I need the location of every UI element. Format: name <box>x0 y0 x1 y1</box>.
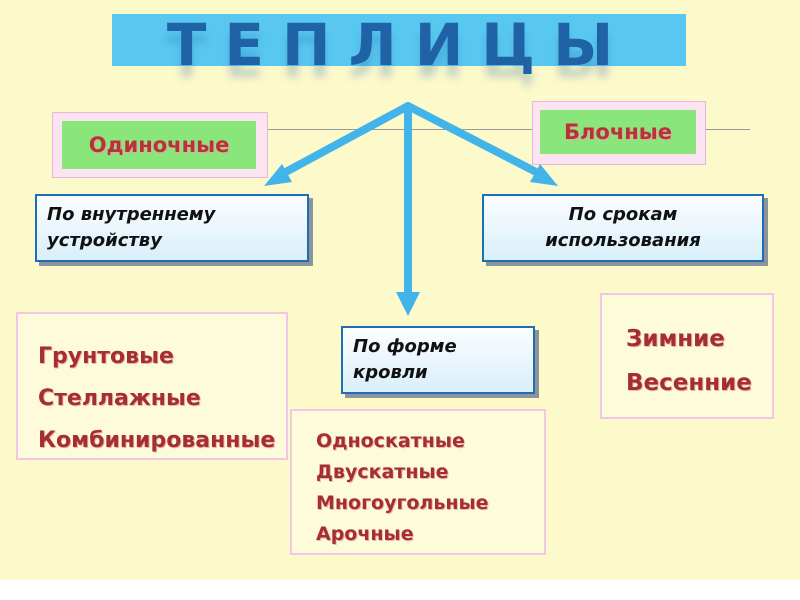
divider-line <box>250 129 750 130</box>
usage-list-item-1: Зимние <box>626 326 725 352</box>
diagram-title: ТЕПЛИЦЫ <box>166 11 632 79</box>
internal-list-item-3: Комбинированные <box>38 428 276 453</box>
internal-list-box: Грунтовые Стеллажные Комбинированные <box>16 312 288 460</box>
arrow-down-head <box>396 292 420 316</box>
category-roof-text: По форме кровли <box>353 336 457 383</box>
arrows <box>264 102 558 316</box>
roof-list-item-3: Многоугольные <box>316 492 489 514</box>
internal-list-item-2: Стеллажные <box>38 386 201 411</box>
usage-list-item-2: Весенние <box>626 370 752 396</box>
arrow-right-line <box>404 102 544 178</box>
block-label: Блочные <box>540 110 696 154</box>
slide-background: ТЕПЛИЦЫ Одиночные Блочные По внутреннему… <box>0 0 800 580</box>
arrow-left-head <box>264 164 292 186</box>
category-usage-text: По срокам использования <box>545 204 701 251</box>
category-internal-box: По внутреннему устройству <box>35 194 309 262</box>
category-usage-box: По срокам использования <box>482 194 764 262</box>
roof-list-item-1: Односкатные <box>316 430 465 452</box>
usage-list-box: Зимние Весенние <box>600 293 774 419</box>
internal-list-item-1: Грунтовые <box>38 344 174 369</box>
roof-list-item-4: Арочные <box>316 523 414 545</box>
roof-list-box: Односкатные Двускатные Многоугольные Аро… <box>290 409 546 555</box>
single-label: Одиночные <box>62 121 256 169</box>
category-roof-box: По форме кровли <box>341 326 535 394</box>
category-internal-text: По внутреннему устройству <box>47 204 216 251</box>
roof-list-item-2: Двускатные <box>316 461 449 483</box>
arrow-left-line <box>278 102 412 178</box>
title-band <box>112 14 686 66</box>
arrow-right-head <box>530 164 558 186</box>
